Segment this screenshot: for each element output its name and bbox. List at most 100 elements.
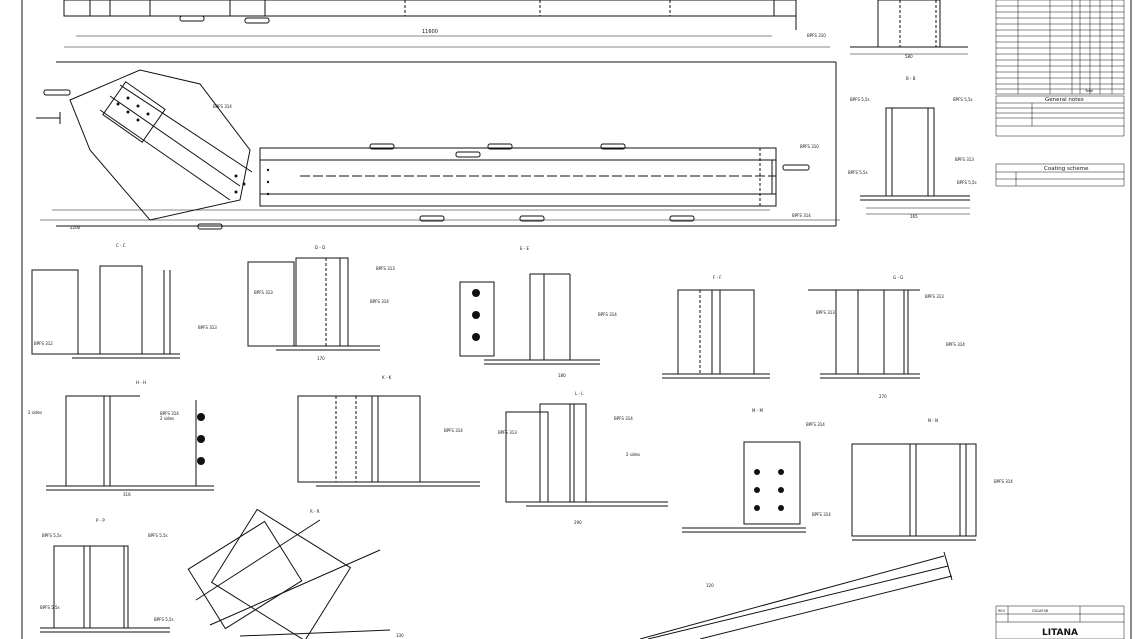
section-detail-e bbox=[459, 273, 600, 365]
weld-label: 2 sides bbox=[626, 452, 640, 457]
weld-label: BPFS 314 bbox=[812, 512, 831, 517]
weld-label: BPFS 5,5s bbox=[957, 180, 977, 185]
section-label: H - H bbox=[136, 380, 146, 385]
weld-label: 2 sides bbox=[160, 416, 174, 421]
title-block bbox=[995, 605, 1125, 639]
section-detail-d bbox=[247, 257, 380, 351]
weld-label: BPFS 5,5s bbox=[42, 533, 62, 538]
general-notes-title: General notes bbox=[1045, 97, 1084, 103]
section-label: G - G bbox=[893, 275, 903, 280]
weld-tag bbox=[197, 223, 223, 230]
weld-label: BPFS 314 bbox=[806, 422, 825, 427]
weld-label: BPFS 5,5s bbox=[40, 605, 60, 610]
section-detail-h bbox=[46, 395, 214, 491]
section-h-bolts bbox=[197, 413, 205, 465]
weld-label: BPFS 314 bbox=[946, 342, 965, 347]
section-label: M - M bbox=[752, 408, 763, 413]
dim-detail-290: 290 bbox=[574, 520, 582, 525]
dim-detail-316: 316 bbox=[123, 492, 131, 497]
dim-detail-120: 120 bbox=[706, 583, 714, 588]
dim-detail-270: 270 bbox=[879, 394, 887, 399]
weld-tag bbox=[455, 151, 481, 158]
weld-label: BPFS 313 bbox=[376, 266, 395, 271]
bom-total-label: Total bbox=[1084, 89, 1093, 93]
weld-label: BPFS 312 bbox=[34, 341, 53, 346]
section-label: B - B bbox=[906, 76, 916, 81]
weld-tag bbox=[519, 215, 545, 222]
weld-label: BPFS 313 bbox=[816, 310, 835, 315]
weld-label: BPFS 314 bbox=[598, 312, 617, 317]
bill-of-materials-table bbox=[995, 0, 1125, 95]
weld-label: BPFS 314 bbox=[444, 428, 463, 433]
coating-scheme-title: Coating scheme bbox=[1044, 166, 1089, 172]
top-beam-elevation: 11600 bbox=[63, 0, 830, 48]
dim-detail-170: 170 bbox=[317, 356, 325, 361]
section-detail-g bbox=[808, 289, 920, 379]
dim-detail-330: 330 bbox=[396, 633, 404, 638]
general-notes-block bbox=[995, 95, 1125, 137]
section-detail-f bbox=[662, 289, 770, 379]
dim-top-overall: 11600 bbox=[422, 29, 438, 35]
section-detail-c bbox=[31, 265, 180, 359]
weld-label: BPFS 5,5s bbox=[848, 170, 868, 175]
weld-label: BPFS 310 bbox=[807, 33, 826, 38]
weld-label: BPFS 313 bbox=[198, 325, 217, 330]
top-right-section: 580 bbox=[850, 0, 968, 59]
weld-tag bbox=[419, 215, 445, 222]
section-label: P - P bbox=[96, 518, 105, 523]
weld-tag bbox=[369, 143, 395, 150]
section-label: C - C bbox=[116, 243, 126, 248]
weld-label: BPFS 314 bbox=[614, 416, 633, 421]
weld-label: BPFS 310 bbox=[800, 144, 819, 149]
weld-label: BPFS 313 bbox=[498, 430, 517, 435]
dim-plan-bottom: 2200 bbox=[70, 225, 81, 230]
weld-label: BPFS 5,5s bbox=[148, 533, 168, 538]
section-m-bolts bbox=[754, 469, 784, 511]
section-detail-m bbox=[682, 441, 806, 533]
company-name: LITANA bbox=[1042, 628, 1078, 638]
angled-bracket-assembly bbox=[36, 69, 253, 221]
section-e-bolts bbox=[472, 289, 480, 341]
title-block-drawing-no: GS1AF08 bbox=[1032, 609, 1048, 613]
weld-tag bbox=[43, 89, 71, 96]
weld-tag bbox=[782, 164, 810, 171]
section-label: D - D bbox=[315, 245, 325, 250]
diagonal-member-elevation bbox=[639, 551, 953, 639]
company-logo: LITANA bbox=[1042, 628, 1078, 638]
coating-scheme-block bbox=[995, 163, 1125, 187]
weld-label: BPFS 313 bbox=[955, 157, 974, 162]
main-beam-plan: 2200 bbox=[40, 61, 840, 230]
section-detail-p bbox=[40, 545, 170, 633]
weld-tag bbox=[600, 143, 626, 150]
bracket-bolt-holes bbox=[116, 96, 270, 196]
weld-label: BPFS 314 bbox=[160, 411, 179, 416]
weld-label: BPFS 5,5s bbox=[154, 617, 174, 622]
section-label: E - E bbox=[520, 246, 530, 251]
weld-label: BPFS 5,5s bbox=[953, 97, 973, 102]
weld-label: BPFS 314 bbox=[213, 104, 232, 109]
right-elevation-view bbox=[860, 107, 970, 215]
section-detail-l bbox=[505, 403, 668, 507]
dim-right-low: 165 bbox=[910, 214, 918, 219]
weld-label: BPFS 314 bbox=[792, 213, 811, 218]
weld-tag bbox=[179, 15, 205, 22]
weld-tag bbox=[669, 215, 695, 222]
weld-label: BPFS 314 bbox=[370, 299, 389, 304]
section-detail-n bbox=[851, 443, 977, 541]
title-block-rev: REV bbox=[998, 609, 1006, 613]
weld-label: 2 sides bbox=[28, 410, 42, 415]
weld-tag bbox=[244, 17, 270, 24]
section-label: R - R bbox=[310, 509, 320, 514]
dim-detail-180: 180 bbox=[558, 373, 566, 378]
weld-tag bbox=[487, 143, 513, 150]
section-label: N - N bbox=[928, 418, 938, 423]
section-label: K - K bbox=[382, 375, 392, 380]
section-detail-k bbox=[297, 395, 480, 487]
section-label: L - L bbox=[575, 391, 584, 396]
section-label: F - F bbox=[713, 275, 722, 280]
weld-label: BPFS 313 bbox=[254, 290, 273, 295]
dim-right-detail: 580 bbox=[905, 54, 913, 59]
weld-label: BPFS 314 bbox=[994, 479, 1013, 484]
weld-label: BPFS 313 bbox=[925, 294, 944, 299]
